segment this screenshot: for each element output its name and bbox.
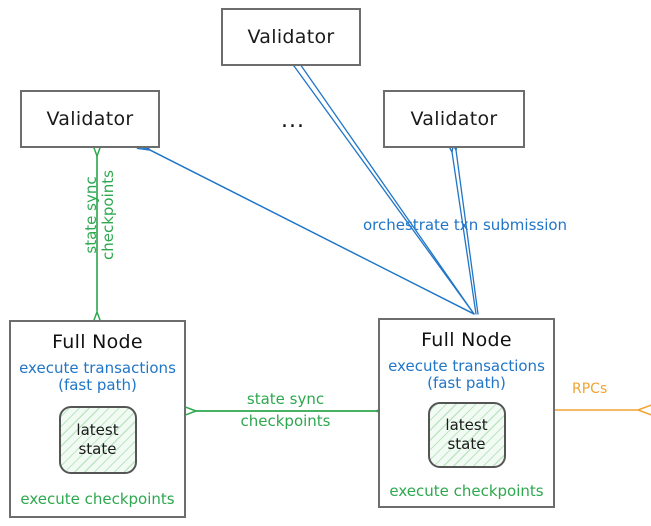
fullnode-box-right[interactable]: Full Node execute transactions (fast pat… bbox=[378, 318, 555, 508]
validator-box-top[interactable]: Validator bbox=[221, 8, 361, 66]
fullnode-left-fast-path: execute transactions (fast path) bbox=[19, 359, 176, 394]
fullnode-left-title: Full Node bbox=[52, 331, 143, 353]
ellipsis-more-validators: ... bbox=[281, 108, 305, 133]
validator-right-label: Validator bbox=[410, 108, 498, 130]
fullnode-box-left[interactable]: Full Node execute transactions (fast pat… bbox=[9, 320, 186, 518]
fullnode-right-execute-checkpoints: execute checkpoints bbox=[389, 482, 544, 500]
edge-label-state-sync: state sync bbox=[246, 390, 325, 408]
validator-left-label: Validator bbox=[46, 108, 134, 130]
fullnode-left-latest-state-chip: latest state bbox=[58, 406, 137, 474]
edge-label-checkpoints: checkpoints bbox=[240, 412, 331, 430]
edge-label-state-sync-vertical: state sync checkpoints bbox=[82, 170, 117, 260]
edge-label-rpcs: RPCs bbox=[572, 381, 608, 397]
fullnode-right-title: Full Node bbox=[421, 329, 512, 351]
fullnode-right-latest-state-chip: latest state bbox=[427, 402, 506, 468]
validator-box-left[interactable]: Validator bbox=[20, 90, 160, 148]
edge-label-orchestrate-txn-submission: orchestrate txn submission bbox=[363, 216, 568, 234]
fullnode-left-execute-checkpoints: execute checkpoints bbox=[20, 490, 175, 508]
validator-box-right[interactable]: Validator bbox=[383, 90, 525, 148]
fullnode-right-fast-path: execute transactions (fast path) bbox=[388, 357, 545, 392]
validator-top-label: Validator bbox=[247, 26, 335, 48]
